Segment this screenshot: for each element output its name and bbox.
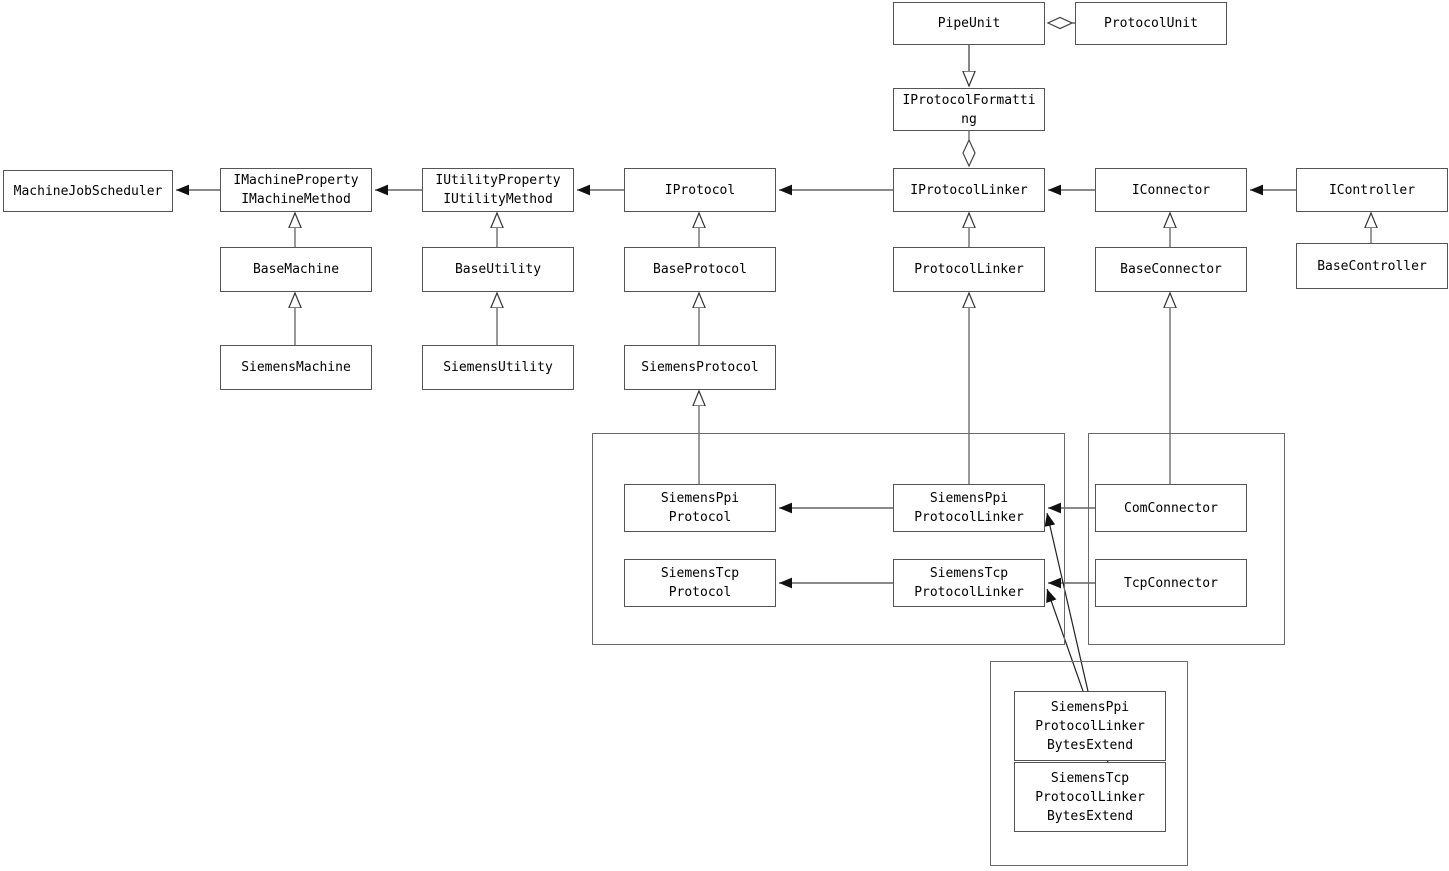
class-node-basecontroller[interactable]: BaseController [1296, 243, 1448, 289]
class-node-baseutility[interactable]: BaseUtility [422, 247, 574, 292]
class-node-siemenstcpprotocol[interactable]: SiemensTcp Protocol [624, 559, 776, 607]
class-node-iprotocolformatting[interactable]: IProtocolFormatti ng [893, 88, 1045, 131]
class-node-siemensppiprotocollinkerbytesextend[interactable]: SiemensPpi ProtocolLinker BytesExtend [1014, 691, 1166, 761]
class-node-siemensppiprotocol[interactable]: SiemensPpi Protocol [624, 484, 776, 532]
class-node-pipeunit[interactable]: PipeUnit [893, 2, 1045, 45]
class-node-icontroller[interactable]: IController [1296, 168, 1448, 212]
class-node-protocolunit[interactable]: ProtocolUnit [1075, 2, 1227, 45]
class-node-siemensutility[interactable]: SiemensUtility [422, 345, 574, 390]
class-node-comconnector[interactable]: ComConnector [1095, 484, 1247, 532]
class-node-siemensprotocol[interactable]: SiemensProtocol [624, 345, 776, 390]
class-node-iutilityproperty[interactable]: IUtilityProperty IUtilityMethod [422, 168, 574, 212]
class-node-iprotocollinker[interactable]: IProtocolLinker [893, 168, 1045, 212]
class-node-siemenstcpprotocollinkerbytesextend[interactable]: SiemensTcp ProtocolLinker BytesExtend [1014, 762, 1166, 832]
group-box-protocol-impl [592, 433, 1065, 645]
class-node-iprotocol[interactable]: IProtocol [624, 168, 776, 212]
group-box-connector-impl [1088, 433, 1285, 645]
class-node-baseprotocol[interactable]: BaseProtocol [624, 247, 776, 292]
class-node-baseconnector[interactable]: BaseConnector [1095, 247, 1247, 292]
class-node-iconnector[interactable]: IConnector [1095, 168, 1247, 212]
class-node-siemensmachine[interactable]: SiemensMachine [220, 345, 372, 390]
class-node-tcpconnector[interactable]: TcpConnector [1095, 559, 1247, 607]
class-node-siemensppiprotocollinker[interactable]: SiemensPpi ProtocolLinker [893, 484, 1045, 532]
diamond-vertical-glyph [962, 138, 976, 168]
class-node-protocollinker[interactable]: ProtocolLinker [893, 247, 1045, 292]
class-node-machinejobscheduler[interactable]: MachineJobScheduler [3, 170, 173, 212]
group-box-bytes-extend [990, 661, 1188, 866]
class-node-imachineproperty[interactable]: IMachineProperty IMachineMethod [220, 168, 372, 212]
class-node-siemenstcpprotocollinker[interactable]: SiemensTcp ProtocolLinker [893, 559, 1045, 607]
class-node-basemachine[interactable]: BaseMachine [220, 247, 372, 292]
